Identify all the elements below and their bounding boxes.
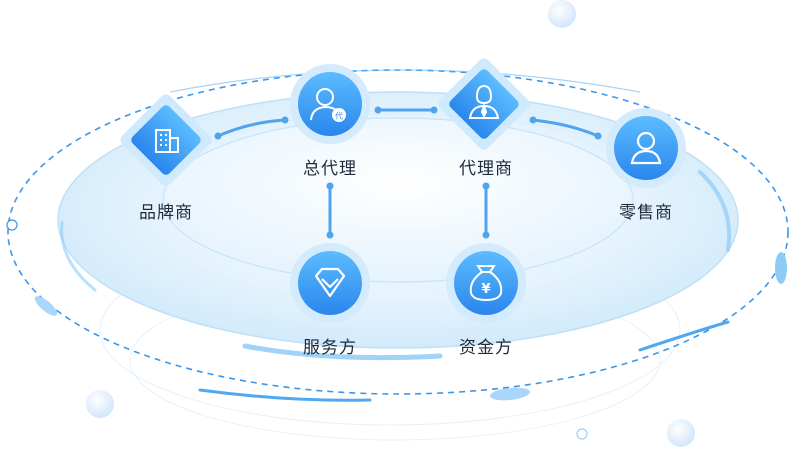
node-agent — [438, 58, 530, 150]
node-general-agent: 代 — [290, 64, 370, 144]
building-icon — [155, 129, 179, 153]
orbit-comet — [34, 296, 58, 316]
node-retailer — [606, 108, 686, 188]
connector-brand-general — [216, 118, 287, 138]
connectors — [216, 108, 600, 237]
node-label-general-agent: 总代理 — [303, 159, 357, 179]
node-label-agent: 代理商 — [459, 159, 513, 179]
node-label-brand: 品牌商 — [139, 203, 193, 223]
orbit-marker — [6, 219, 18, 231]
money-bag-icon — [469, 265, 503, 302]
node-service — [290, 243, 370, 323]
currency-symbol: ¥ — [481, 282, 490, 297]
connector-dots — [214, 106, 602, 239]
person-icon — [630, 131, 662, 165]
accent-arc — [698, 170, 732, 252]
agent-person-icon — [310, 88, 346, 122]
diamond-gem-icon — [314, 267, 346, 298]
decor-bubble — [667, 419, 695, 447]
agent-badge: 代 — [335, 111, 343, 121]
accent-arc — [60, 220, 97, 292]
node-funder: ¥ — [446, 243, 526, 323]
decor-bubble — [548, 0, 576, 28]
platform-inner — [162, 117, 634, 283]
node-label-retailer: 零售商 — [619, 203, 673, 223]
orbit-comet — [775, 252, 787, 284]
node-label-service: 服务方 — [303, 338, 357, 358]
node-label-funder: 资金方 — [459, 338, 513, 358]
orbit-solid-segment — [198, 388, 372, 402]
orbit-solid-segment — [169, 69, 641, 93]
decor-bubble — [86, 390, 114, 418]
connector-agent-retailer — [531, 118, 600, 138]
node-brand — [120, 94, 212, 186]
accent-arc — [242, 343, 443, 361]
orbit-comet — [490, 387, 530, 401]
orbit-marker — [576, 428, 588, 440]
orbit-solid-segment — [638, 320, 730, 352]
person-tie-icon — [468, 84, 500, 119]
platform-rim — [79, 113, 717, 335]
